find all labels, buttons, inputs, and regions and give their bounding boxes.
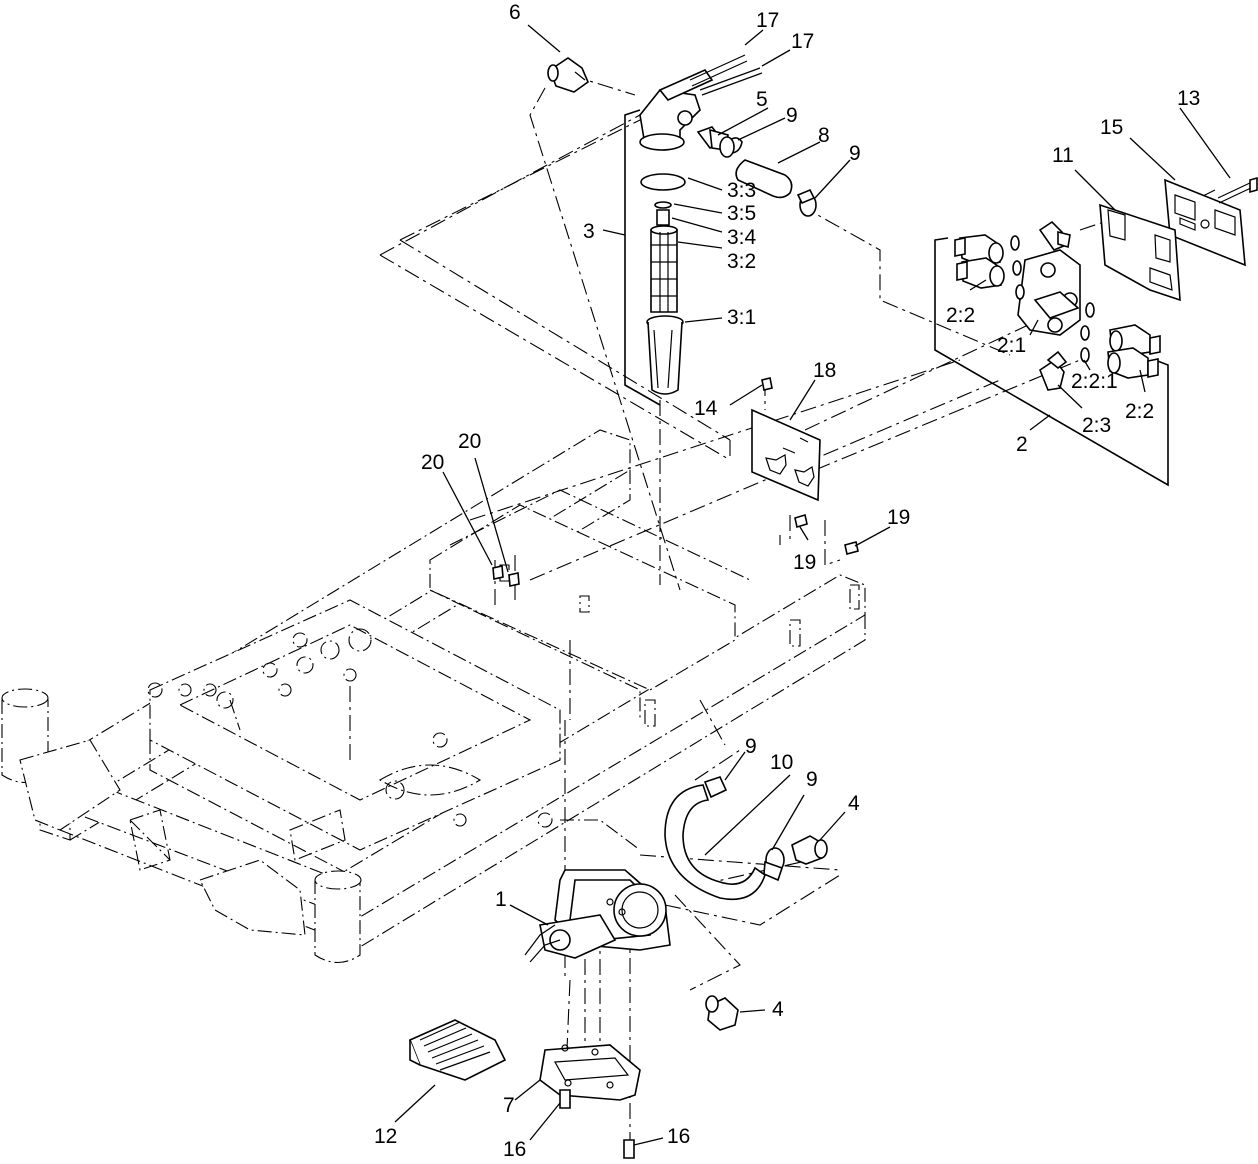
callout-9: 9 xyxy=(849,142,861,165)
callout-4: 4 xyxy=(848,792,860,815)
chassis-frame xyxy=(1,429,866,964)
callout-1: 1 xyxy=(495,888,507,911)
callout-3-4: 3:4 xyxy=(727,226,757,249)
callout-16: 16 xyxy=(667,1125,690,1148)
callout-6: 6 xyxy=(509,1,521,24)
manifold-assembly xyxy=(934,220,1169,487)
callout-16: 16 xyxy=(503,1138,526,1161)
callout-2: 2 xyxy=(1016,433,1028,456)
elbow-4-lower xyxy=(705,995,739,1031)
mount-plate-7 xyxy=(539,1044,641,1159)
callout-7: 7 xyxy=(503,1094,515,1117)
callout-12: 12 xyxy=(374,1125,397,1148)
callout-5: 5 xyxy=(756,88,768,111)
callout-11: 11 xyxy=(1052,144,1074,167)
callout-9: 9 xyxy=(745,735,757,758)
callout-4: 4 xyxy=(772,998,784,1021)
callout-14: 14 xyxy=(694,397,718,420)
pump-1 xyxy=(524,869,671,963)
callout-19: 19 xyxy=(793,551,816,574)
hose-10 xyxy=(664,776,828,900)
callout-8: 8 xyxy=(818,124,830,147)
callout-20: 20 xyxy=(421,451,444,474)
callout-3-3: 3:3 xyxy=(727,179,756,202)
callout-2-2-1: 2:2:1 xyxy=(1071,370,1118,393)
callout-2-2: 2:2 xyxy=(946,304,975,327)
callout-2-1: 2:1 xyxy=(997,334,1026,357)
callout-10: 10 xyxy=(770,751,793,774)
callout-9: 9 xyxy=(806,768,818,791)
callout-15: 15 xyxy=(1100,116,1123,139)
callout-2-2: 2:2 xyxy=(1125,400,1154,423)
callout-13: 13 xyxy=(1177,87,1200,110)
callout-9: 9 xyxy=(786,104,798,127)
mount-plates xyxy=(1099,176,1258,302)
callout-20: 20 xyxy=(458,430,481,453)
leader-lines xyxy=(394,24,1231,1146)
callout-3-2: 3:2 xyxy=(727,250,756,273)
callout-2-3: 2:3 xyxy=(1082,414,1111,437)
callout-3-1: 3:1 xyxy=(727,306,756,329)
callout-19: 19 xyxy=(887,506,910,529)
callout-17: 17 xyxy=(756,9,779,32)
callout-17: 17 xyxy=(791,30,814,53)
elbow-fitting-6 xyxy=(547,57,589,93)
callout-18: 18 xyxy=(813,359,836,382)
callout-3-5: 3:5 xyxy=(727,202,756,225)
callout-3: 3 xyxy=(583,220,595,243)
fitting-5-hose-8 xyxy=(696,126,817,217)
nuts-20 xyxy=(492,565,520,587)
filter-assembly xyxy=(624,54,763,406)
heat-shield-12 xyxy=(408,1019,507,1081)
callout-labels: 6 17 17 5 9 8 9 13 15 11 3 3:3 3:5 3:4 3… xyxy=(374,1,1200,1161)
bracket-18 xyxy=(751,377,859,555)
